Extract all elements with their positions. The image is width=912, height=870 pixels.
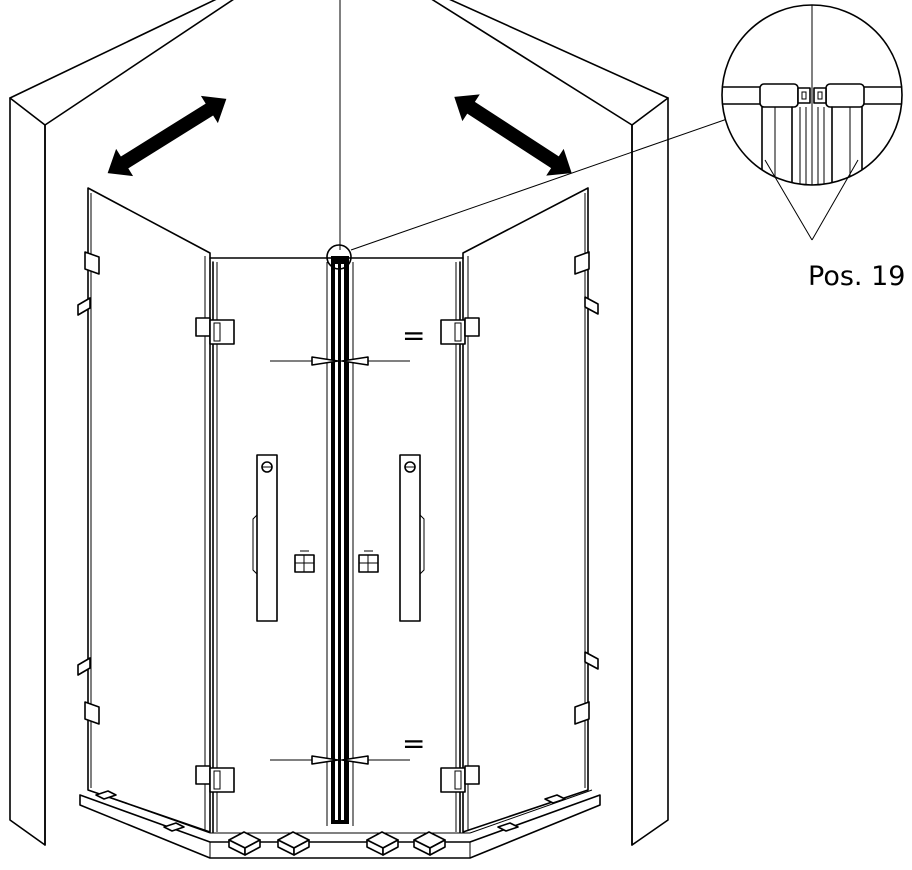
- tray-clip-3: [497, 822, 519, 832]
- lower-dimension-line: [270, 755, 410, 765]
- tray-clip-2: [163, 822, 185, 832]
- right-glass-clip-top: [584, 296, 599, 315]
- right-wall-bracket-top: [574, 251, 590, 275]
- left-wall-bracket-bottom: [84, 701, 100, 725]
- left-slide-arrow-icon: [107, 95, 227, 177]
- tray-clip-1: [95, 790, 117, 800]
- bottom-seal-block-1: [228, 831, 261, 856]
- pos-19-label: Pos. 19: [808, 261, 905, 292]
- left-wall-bracket-top: [84, 251, 100, 275]
- seal-detail-magnifier: [721, 4, 903, 186]
- left-glass-clip-bottom: [77, 657, 91, 676]
- right-door-panel: [347, 257, 464, 833]
- left-door-panel: [209, 257, 334, 833]
- seal-detail-marker: [326, 244, 352, 270]
- lower-left-hinge: [195, 765, 235, 793]
- right-door-handle: [399, 454, 425, 622]
- bottom-seal-block-4: [413, 831, 446, 856]
- bottom-seal-block-2: [277, 831, 310, 856]
- right-glass-clip-bottom: [584, 651, 599, 670]
- left-door-knob: [294, 550, 315, 573]
- lower-right-hinge: [440, 765, 480, 793]
- right-wall-bracket-bottom: [574, 701, 590, 725]
- center-magnetic-seal: [326, 256, 354, 826]
- left-glass-clip-top: [77, 297, 91, 316]
- bottom-seal-block-3: [366, 831, 399, 856]
- right-slide-arrow-icon: [454, 94, 572, 176]
- upper-right-hinge: [440, 317, 480, 345]
- left-door-handle: [252, 454, 278, 622]
- left-wall: [9, 0, 234, 846]
- right-fixed-panel: [462, 187, 589, 833]
- right-wall: [431, 0, 669, 846]
- upper-dimension-line: [270, 356, 410, 366]
- label-pointer-lines: [764, 159, 859, 241]
- left-fixed-panel: [87, 187, 211, 833]
- right-door-knob: [358, 550, 379, 573]
- tray-clip-4: [544, 794, 566, 804]
- upper-equal-mark: =: [402, 319, 425, 352]
- upper-left-hinge: [195, 317, 235, 345]
- callout-leader-line: [350, 117, 731, 251]
- lower-equal-mark: =: [402, 727, 425, 760]
